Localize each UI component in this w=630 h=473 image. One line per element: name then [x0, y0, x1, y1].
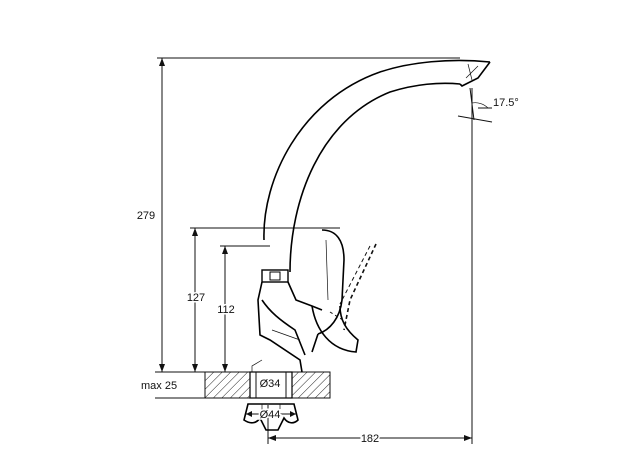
- body-height-label: 127: [187, 292, 205, 304]
- lever-height-label: 112: [217, 304, 235, 316]
- diameter-upper-label: Ø34: [260, 378, 281, 390]
- max-thickness-label: max 25: [141, 380, 177, 392]
- dimension-labels: 279 127 112 max 25 Ø34 Ø44 182 17.5°: [137, 97, 519, 447]
- diameter-lower-label: Ø44: [260, 409, 281, 421]
- countertop: [204, 371, 331, 399]
- faucet-outline: [243, 59, 491, 431]
- dimension-lines: [155, 57, 493, 444]
- reach-label: 182: [361, 433, 379, 445]
- total-height-label: 279: [137, 210, 155, 222]
- spout-angle-label: 17.5°: [493, 97, 519, 109]
